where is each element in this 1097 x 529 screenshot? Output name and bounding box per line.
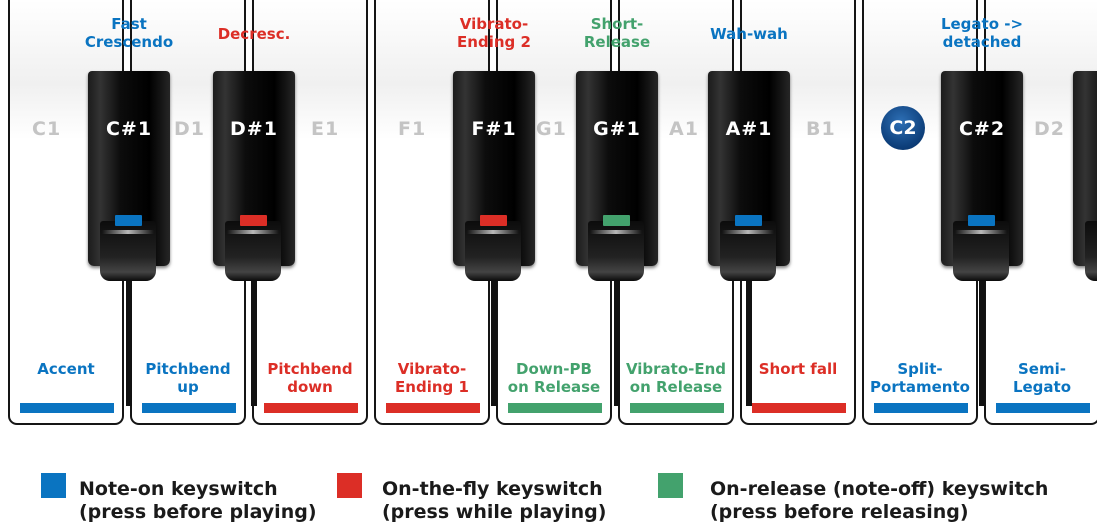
note-label-g1: G1 [536, 118, 567, 140]
note-on-swatch [968, 215, 995, 226]
note-label-c1: C1 [32, 118, 62, 140]
black-key-f-sharp-1: F#1 [453, 71, 535, 406]
note-label-a1: A1 [669, 118, 699, 140]
note-label-e1: E1 [311, 118, 340, 140]
legend-note-on-swatch [41, 473, 66, 498]
note-label-g-sharp-1: G#1 [593, 118, 641, 140]
black-key-c-sharp-1: C#1 [88, 71, 170, 406]
legend-on-the-fly-swatch [337, 473, 362, 498]
color-bar-d2 [996, 403, 1090, 413]
note-label-d1: D1 [174, 118, 205, 140]
on-release-swatch [603, 215, 630, 226]
note-on-swatch [115, 215, 142, 226]
note-on-swatch [735, 215, 762, 226]
note-label-d-sharp-1: D#1 [230, 118, 278, 140]
label-down-pb-on-release: Down-PB on Release [507, 360, 601, 396]
color-bar-c2 [874, 403, 968, 413]
note-label-f1: F1 [398, 118, 427, 140]
label-semi-legato: Semi- Legato [1012, 360, 1072, 396]
label-vibrato-end-on-release: Vibrato-End on Release [625, 360, 727, 396]
note-label-c-sharp-2: C#2 [958, 118, 1006, 140]
color-bar-d1 [142, 403, 236, 413]
black-key-d-sharp-1: D#1 [213, 71, 295, 406]
color-bar-f1 [386, 403, 480, 413]
legend-on-release-swatch [658, 473, 683, 498]
label-split-portamento: Split- Portamento [870, 360, 970, 396]
label-pitchbend-down: Pitchbend down [267, 360, 353, 396]
black-key-d-sharp-2-partial [1073, 71, 1097, 291]
black-key-g-sharp-1: G#1 [576, 71, 658, 406]
label-fast-crescendo: Fast Crescendo [84, 15, 174, 51]
label-accent: Accent [37, 360, 95, 378]
legend-on-release-text: On-release (note-off) keyswitch (press b… [710, 478, 1049, 523]
legend-on-the-fly-text: On-the-fly keyswitch (press while playin… [382, 478, 607, 523]
label-vibrato-ending-2: Vibrato- Ending 2 [457, 15, 531, 51]
color-bar-a1 [630, 403, 724, 413]
note-label-c2-highlight: C2 [881, 106, 925, 150]
black-key-a-sharp-1: A#1 [708, 71, 790, 406]
note-label-d2: D2 [1034, 118, 1065, 140]
label-decresc: Decresc. [217, 25, 291, 43]
label-pitchbend-up: Pitchbend up [145, 360, 231, 396]
note-label-b1: B1 [806, 118, 836, 140]
color-bar-c1 [20, 403, 114, 413]
label-short-release: Short- Release [583, 15, 651, 51]
on-the-fly-swatch [480, 215, 507, 226]
label-vibrato-ending-1: Vibrato- Ending 1 [395, 360, 469, 396]
color-bar-e1 [264, 403, 358, 413]
color-bar-b1 [752, 403, 846, 413]
note-label-c-sharp-1: C#1 [105, 118, 153, 140]
legend-note-on-text: Note-on keyswitch (press before playing) [79, 478, 317, 523]
label-legato-detached: Legato -> detached [940, 15, 1024, 51]
label-wah-wah: Wah-wah [710, 25, 788, 43]
on-the-fly-swatch [240, 215, 267, 226]
note-label-f-sharp-1: F#1 [471, 118, 517, 140]
color-bar-g1 [508, 403, 602, 413]
black-key-c-sharp-2: C#2 [941, 71, 1023, 406]
note-label-a-sharp-1: A#1 [725, 118, 773, 140]
label-short-fall: Short fall [758, 360, 838, 378]
